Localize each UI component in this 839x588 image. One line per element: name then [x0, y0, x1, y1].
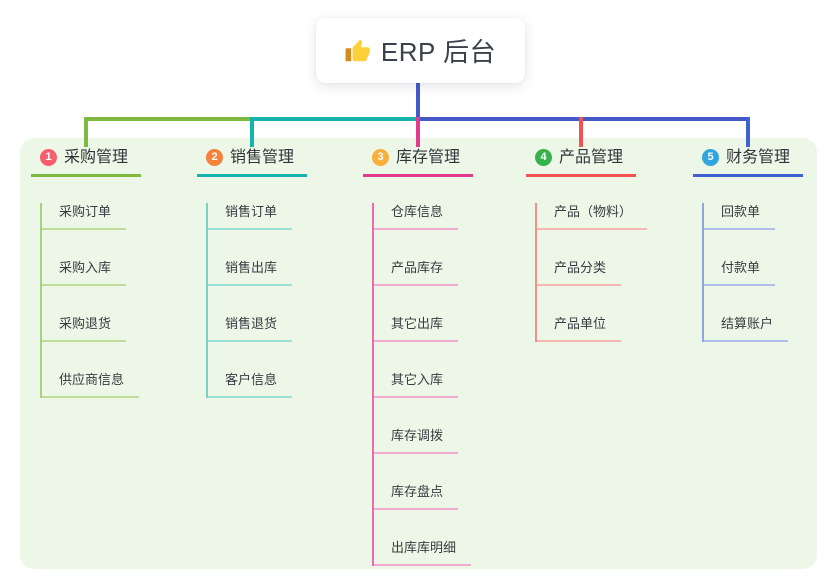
branch-index-badge: 1 [40, 149, 57, 166]
child-node[interactable]: 产品（物料） [537, 203, 648, 230]
child-node[interactable]: 销售出库 [208, 259, 293, 286]
branch-index-badge: 4 [535, 149, 552, 166]
branch-children: 仓库信息产品库存其它出库其它入库库存调拨库存盘点出库库明细 [372, 203, 473, 566]
branch-1: 1 采购管理采购订单采购入库采购退货供应商信息 [31, 147, 141, 398]
branch-title-label: 产品管理 [559, 149, 624, 166]
branch-children: 销售订单销售出库销售退货客户信息 [206, 203, 307, 398]
child-node[interactable]: 销售退货 [208, 315, 293, 342]
branch-drop-line-3 [416, 117, 420, 147]
branch-index-badge: 2 [206, 149, 223, 166]
branch-children: 回款单付款单结算账户 [702, 203, 803, 342]
branch-title-1[interactable]: 1 采购管理 [31, 147, 141, 177]
branch-index-badge: 5 [702, 149, 719, 166]
branch-drop-line-4 [579, 117, 583, 147]
branch-children: 采购订单采购入库采购退货供应商信息 [40, 203, 141, 398]
branch-title-label: 财务管理 [726, 149, 791, 166]
branch-children: 产品（物料） 产品分类产品单位 [535, 203, 648, 342]
branch-title-4[interactable]: 4 产品管理 [526, 147, 636, 177]
child-node[interactable]: 出库库明细 [374, 539, 472, 566]
root-connector-line [416, 83, 420, 121]
child-node[interactable]: 付款单 [704, 259, 776, 286]
child-node[interactable]: 结算账户 [704, 315, 789, 342]
branch-drop-line-5 [746, 117, 750, 147]
branch-3: 3 库存管理仓库信息产品库存其它出库其它入库库存调拨库存盘点出库库明细 [363, 147, 473, 566]
branch-2: 2 销售管理销售订单销售出库销售退货客户信息 [197, 147, 307, 398]
bus-segment-left [86, 117, 252, 121]
bus-segment-mid [252, 117, 418, 121]
branch-4: 4 产品管理产品（物料） 产品分类产品单位 [526, 147, 648, 342]
bus-segment-right [418, 117, 750, 121]
branch-title-label: 销售管理 [230, 149, 295, 166]
child-node[interactable]: 销售订单 [208, 203, 293, 230]
child-node[interactable]: 回款单 [704, 203, 776, 230]
branch-title-3[interactable]: 3 库存管理 [363, 147, 473, 177]
branch-index-badge: 3 [372, 149, 389, 166]
branch-drop-line-1 [84, 117, 88, 147]
child-node[interactable]: 采购退货 [42, 315, 127, 342]
child-node[interactable]: 产品库存 [374, 259, 459, 286]
child-node[interactable]: 其它出库 [374, 315, 459, 342]
child-node[interactable]: 其它入库 [374, 371, 459, 398]
child-node[interactable]: 产品分类 [537, 259, 622, 286]
branches-panel [20, 138, 817, 569]
branch-title-label: 采购管理 [64, 149, 129, 166]
child-node[interactable]: 仓库信息 [374, 203, 459, 230]
branch-drop-line-2 [250, 117, 254, 147]
branch-title-2[interactable]: 2 销售管理 [197, 147, 307, 177]
root-node[interactable]: ERP 后台 [316, 18, 525, 83]
child-node[interactable]: 供应商信息 [42, 371, 140, 398]
branch-title-label: 库存管理 [396, 149, 461, 166]
thumbs-up-icon [345, 39, 370, 61]
child-node[interactable]: 库存调拨 [374, 427, 459, 454]
child-node[interactable]: 客户信息 [208, 371, 293, 398]
child-node[interactable]: 产品单位 [537, 315, 622, 342]
branch-title-5[interactable]: 5 财务管理 [693, 147, 803, 177]
branch-5: 5 财务管理回款单付款单结算账户 [693, 147, 803, 342]
child-node[interactable]: 采购订单 [42, 203, 127, 230]
child-node[interactable]: 库存盘点 [374, 483, 459, 510]
child-node[interactable]: 采购入库 [42, 259, 127, 286]
root-node-label: ERP 后台 [380, 37, 497, 67]
